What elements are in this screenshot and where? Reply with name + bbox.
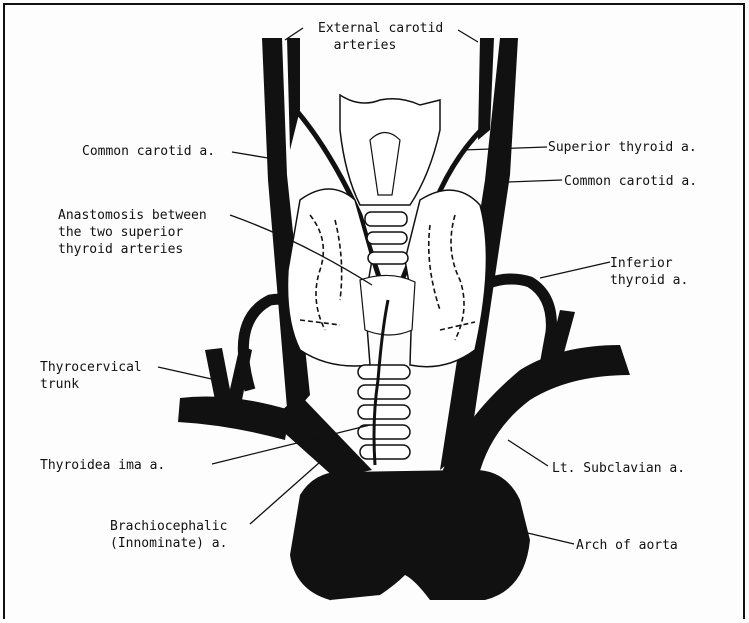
label-arch-of-aorta: Arch of aorta (576, 537, 678, 554)
arch-of-aorta (290, 470, 530, 600)
right-external-carotid-artery (287, 38, 300, 150)
label-superior-thyroid: Superior thyroid a. (548, 139, 697, 156)
label-brachiocephalic: Brachiocephalic (Innominate) a. (110, 518, 227, 552)
thyroid-left-lobe (405, 190, 486, 367)
label-lt-subclavian: Lt. Subclavian a. (552, 460, 685, 477)
label-anastomosis: Anastomosis between the two superior thy… (58, 207, 207, 258)
thyrocervical-trunk-branch (205, 348, 232, 400)
label-external-carotid: External carotid arteries (318, 20, 443, 54)
right-subclavian-artery (178, 397, 290, 441)
label-common-carotid-right-side: Common carotid a. (82, 143, 215, 160)
label-thyroidea-ima: Thyroidea ima a. (40, 457, 165, 474)
label-inferior-thyroid: Inferior thyroid a. (610, 255, 688, 289)
label-thyrocervical-trunk: Thyrocervical trunk (40, 359, 142, 393)
label-common-carotid-left-side: Common carotid a. (564, 173, 697, 190)
thyroid-cartilage (340, 95, 440, 205)
